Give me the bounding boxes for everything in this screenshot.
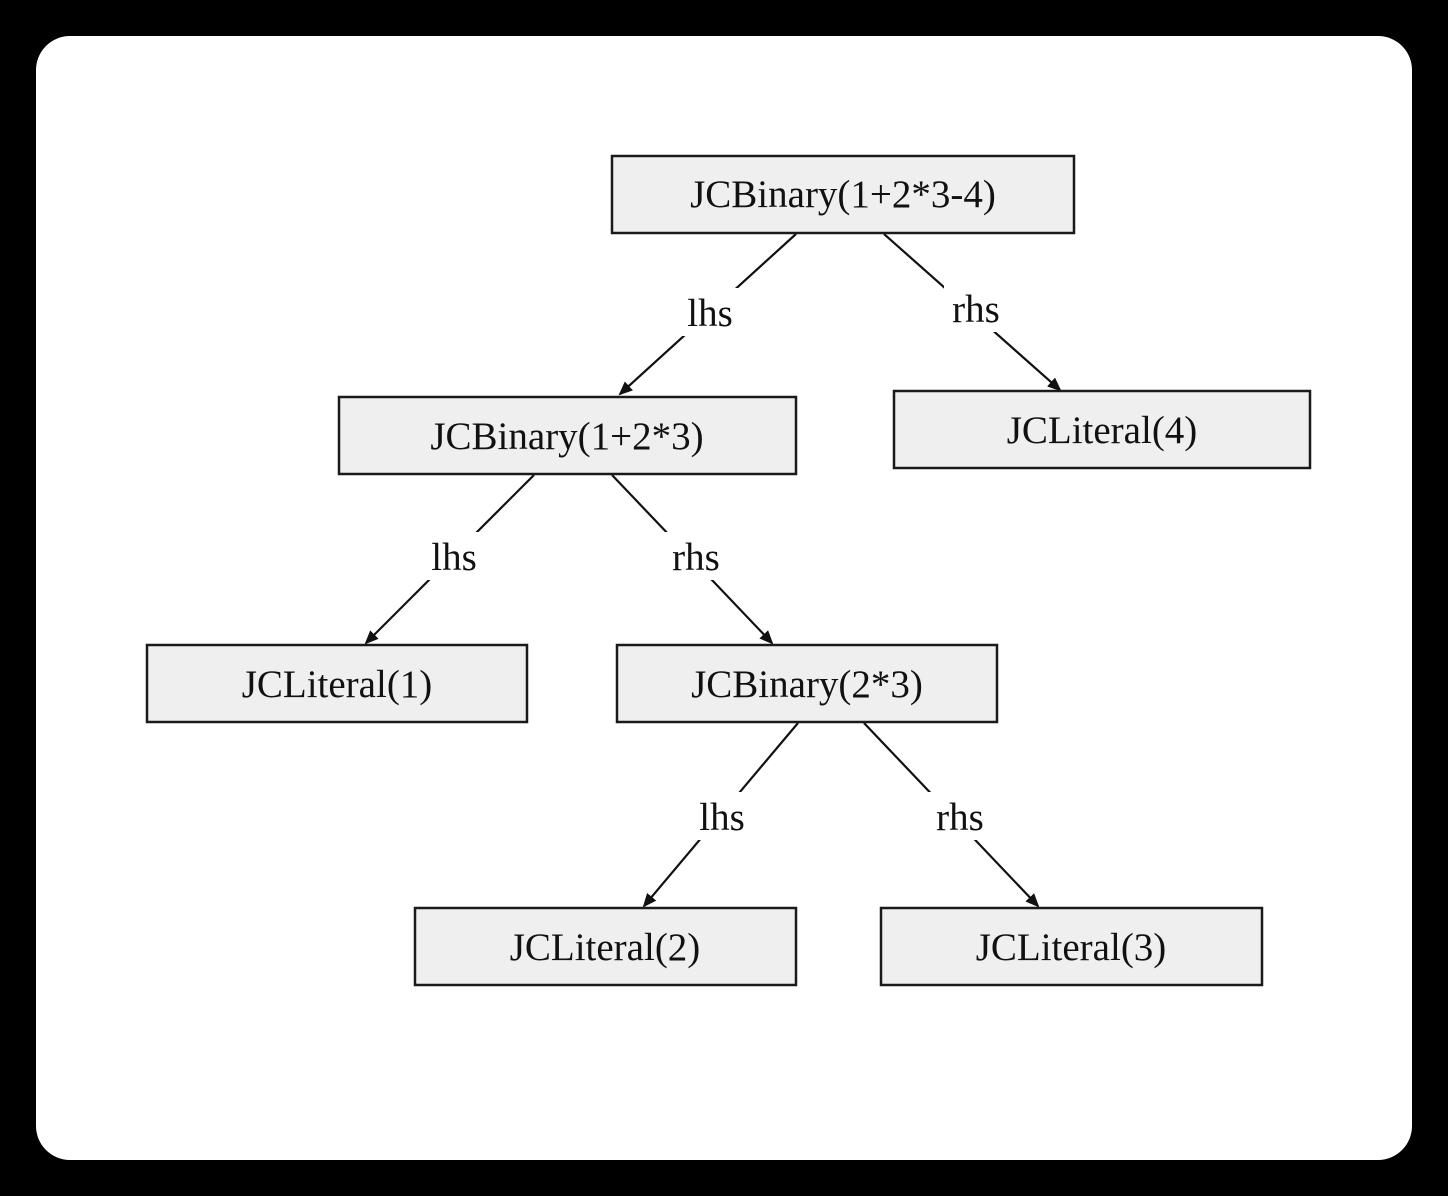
edge-lr-rhs: rhs xyxy=(863,722,1040,908)
node-label: JCBinary(1+2*3) xyxy=(430,415,703,458)
edge-label-rhs: rhs xyxy=(952,288,1000,331)
node-right: JCLiteral(4) xyxy=(892,389,1312,470)
edge-lr-lhs: lhs xyxy=(642,722,799,908)
node-label: JCBinary(1+2*3-4) xyxy=(690,173,996,216)
node-label: JCLiteral(2) xyxy=(510,926,701,969)
edge-root-rhs: rhs xyxy=(883,233,1062,392)
edge-root-lhs: lhs xyxy=(618,233,797,396)
edge-label-rhs: rhs xyxy=(672,536,720,579)
node-left: JCBinary(1+2*3) xyxy=(337,395,798,476)
edge-label-lhs: lhs xyxy=(687,292,733,335)
edge-label-lhs: lhs xyxy=(699,796,745,839)
node-left-left: JCLiteral(1) xyxy=(145,643,529,724)
edge-label-lhs: lhs xyxy=(431,536,477,579)
node-lr-right: JCLiteral(3) xyxy=(879,906,1264,987)
edge-label-rhs: rhs xyxy=(936,796,984,839)
node-lr-left: JCLiteral(2) xyxy=(413,906,798,987)
edge-left-rhs: rhs xyxy=(611,474,774,645)
ast-tree-diagram: lhs rhs lhs rhs lhs xyxy=(145,154,1312,987)
node-label: JCLiteral(3) xyxy=(976,926,1167,969)
node-label: JCLiteral(4) xyxy=(1007,409,1198,452)
diagram-canvas: lhs rhs lhs rhs lhs xyxy=(36,36,1412,1160)
node-root: JCBinary(1+2*3-4) xyxy=(610,154,1076,235)
node-label: JCLiteral(1) xyxy=(242,663,433,706)
node-label: JCBinary(2*3) xyxy=(691,663,923,706)
edge-left-lhs: lhs xyxy=(364,474,535,645)
node-left-right: JCBinary(2*3) xyxy=(615,643,999,724)
